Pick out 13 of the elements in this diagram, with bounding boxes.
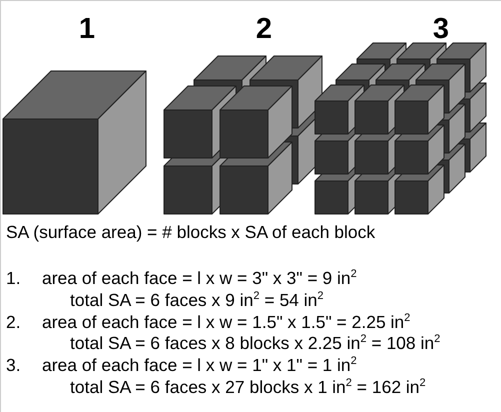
- list-number: 3.: [6, 355, 21, 375]
- number-heading: 2: [256, 13, 272, 45]
- list-number: 2.: [6, 312, 21, 332]
- formula-text: area of each face = l x w = 3" x 3" = 9 in$^{2}$: [42, 268, 357, 288]
- number-heading: 1: [78, 13, 96, 45]
- list-number: 1.: [6, 268, 21, 288]
- formula-text: area of each face = l x w = 1.5" x 1.5" = 2.25 in$^{2}$: [42, 312, 410, 332]
- formula-text: area of each face = l x w = 1" x 1" = 1 in$^{2}$: [42, 355, 357, 375]
- formula-text: total SA = 6 faces x 27 blocks x 1 in$^{2}$ = 162 in$^{2}$: [70, 377, 426, 397]
- formula-text: total SA = 6 faces x 8 blocks x 2.25 in$^{2}$ = 108 in$^{2}$: [70, 333, 440, 353]
- formula-text: SA (surface area) = # blocks x SA of each block: [6, 222, 376, 242]
- formula-text: total SA = 6 faces x 9 in$^{2}$ = 54 in$^{2}$: [70, 290, 324, 310]
- number-heading: 3: [432, 13, 450, 45]
